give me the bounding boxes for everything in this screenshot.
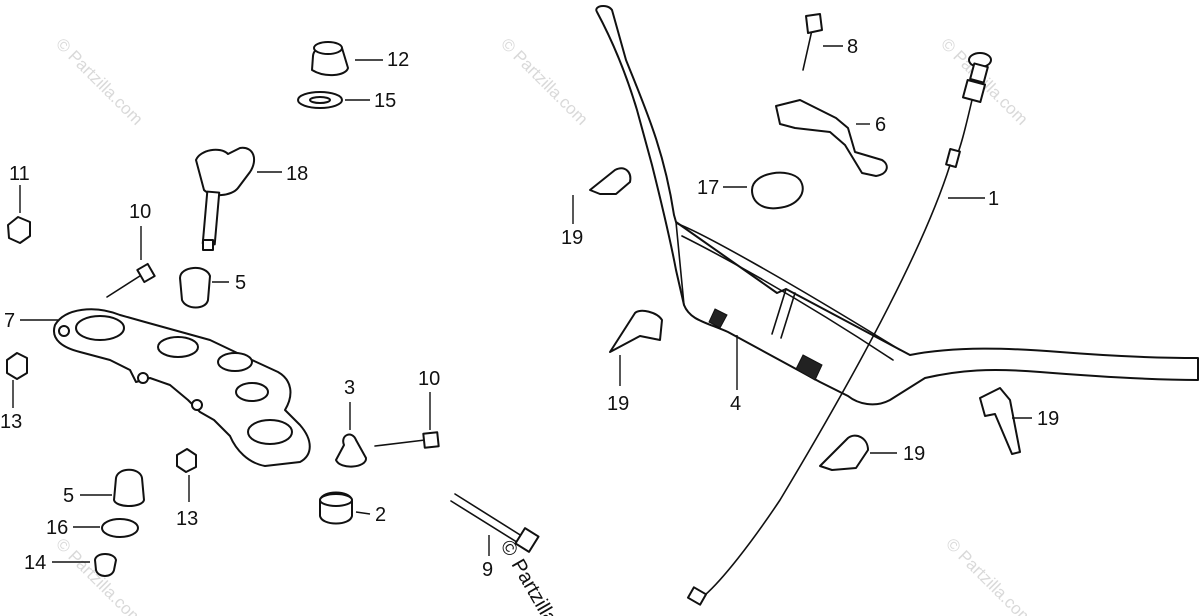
part-18-stem-tip [202, 239, 214, 251]
handlebar [595, 4, 1199, 406]
part-19-clamp-b [609, 309, 663, 353]
part-9-long-bolt-head [514, 527, 540, 553]
callout-labels: 12 15 18 11 10 5 7 13 3 10 13 5 16 14 2 … [0, 36, 1059, 581]
watermark-5: © Partzilla.com [942, 534, 1036, 616]
leader-lines [12, 45, 1032, 563]
part-10-bolt-lower-head [422, 431, 440, 449]
watermark-2: © Partzilla.com [497, 34, 591, 128]
part-13-nut-left [6, 352, 28, 380]
part-17-upper-holder [751, 171, 804, 210]
part-6-bracket [775, 99, 888, 177]
part-13-nut-center [176, 448, 197, 473]
callout-2: 2 [375, 504, 386, 526]
part-19-clamp-c [819, 434, 869, 471]
part-14-nut [94, 553, 117, 577]
watermark-1: © Partzilla.com [52, 34, 146, 128]
callout-10-upper: 10 [129, 201, 151, 223]
part-18-stem [201, 190, 221, 246]
callout-13-center: 13 [176, 508, 198, 530]
part-8-bolt [802, 29, 813, 71]
callout-3: 3 [344, 377, 355, 399]
part-10-bolt-upper [106, 273, 144, 298]
part-9-long-bolt-edge [450, 500, 521, 545]
handlebar-lower-holder [52, 308, 311, 467]
part-19-clamp-a [589, 167, 632, 195]
choke-cable [686, 52, 992, 606]
part-3-grommet [335, 433, 367, 468]
watermarks: © Partzilla.com © Partzilla.com © Partzi… [52, 34, 1036, 616]
part-12-cap-top [313, 41, 343, 55]
callout-19-a: 19 [561, 227, 583, 249]
callout-5-lower: 5 [63, 485, 74, 507]
part-16-washer [101, 518, 139, 538]
callout-7: 7 [4, 310, 15, 332]
part-8-bolt-head [805, 13, 823, 34]
callout-1: 1 [988, 188, 999, 210]
callout-19-d: 19 [1037, 408, 1059, 430]
callout-19-b: 19 [607, 393, 629, 415]
callout-18: 18 [286, 163, 308, 185]
callout-12: 12 [387, 49, 409, 71]
part-5-bush-upper [179, 267, 211, 309]
part-2-cushion-top [319, 493, 353, 507]
callout-4: 4 [730, 393, 741, 415]
callout-8: 8 [847, 36, 858, 58]
callout-19-c: 19 [903, 443, 925, 465]
callout-14: 14 [24, 552, 46, 574]
callout-9: 9 [482, 559, 493, 581]
callout-10-lower: 10 [418, 368, 440, 390]
part-18-upper-holder [195, 146, 256, 196]
callout-15: 15 [374, 90, 396, 112]
part-11-nut [7, 216, 31, 244]
part-5-bush-lower [113, 468, 145, 507]
callout-13-left: 13 [0, 411, 22, 433]
callout-5-upper: 5 [235, 272, 246, 294]
callout-11: 11 [9, 163, 30, 185]
part-10-bolt-upper-head [136, 262, 156, 284]
callout-16: 16 [46, 517, 68, 539]
brand-name: Partzilla [507, 556, 562, 616]
part-10-bolt-lower [374, 439, 426, 447]
part-19-clamp-d [979, 387, 1021, 455]
part-15-washer-hole [309, 96, 331, 104]
part-9-long-bolt [454, 493, 526, 539]
callout-6: 6 [875, 114, 886, 136]
callout-17: 17 [697, 177, 719, 199]
